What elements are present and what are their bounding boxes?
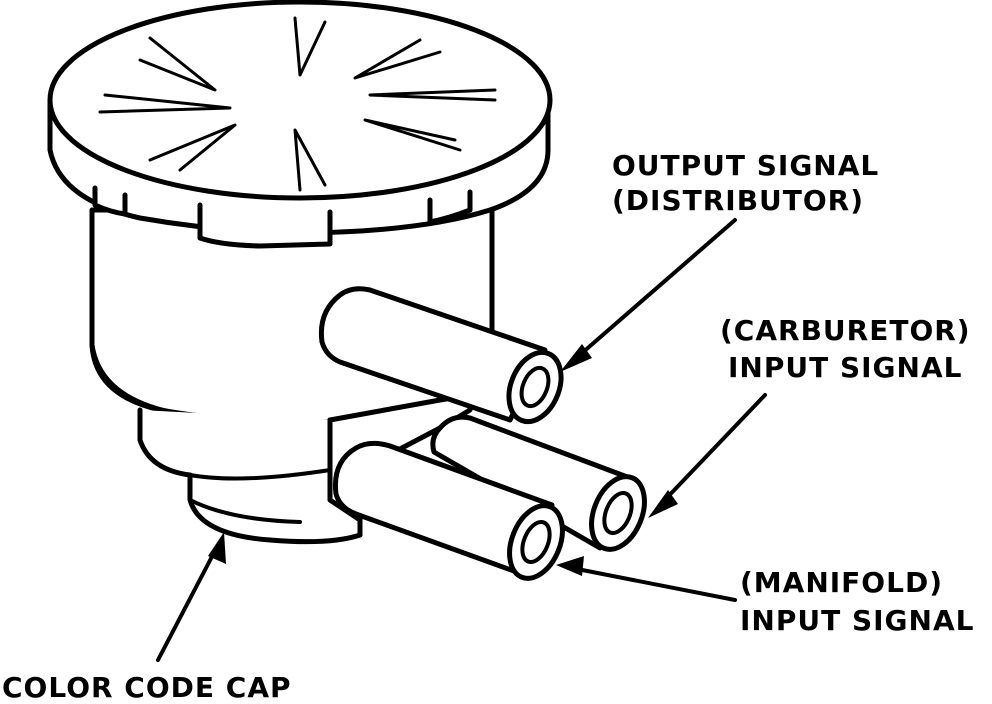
manifold-arrow <box>556 556 737 602</box>
output-signal-label: OUTPUT SIGNAL <box>612 149 879 182</box>
distributor-label: (DISTRIBUTOR) <box>612 184 864 217</box>
output-tube <box>318 286 564 425</box>
manifold-label: (MANIFOLD) <box>740 566 943 599</box>
output-arrow <box>560 218 737 372</box>
manifold-input-signal-label: INPUT SIGNAL <box>740 604 974 637</box>
top-lid <box>47 0 553 249</box>
carburetor-label: (CARBURETOR) <box>720 314 971 347</box>
color-code-arrow <box>156 532 226 662</box>
carburetor-tube <box>430 414 647 552</box>
carburetor-input-signal-label: INPUT SIGNAL <box>728 351 962 384</box>
carburetor-arrow <box>648 393 767 518</box>
color-code-cap-part <box>137 407 363 545</box>
color-code-cap-label: COLOR CODE CAP <box>2 671 292 704</box>
manifold-tube <box>332 440 565 581</box>
